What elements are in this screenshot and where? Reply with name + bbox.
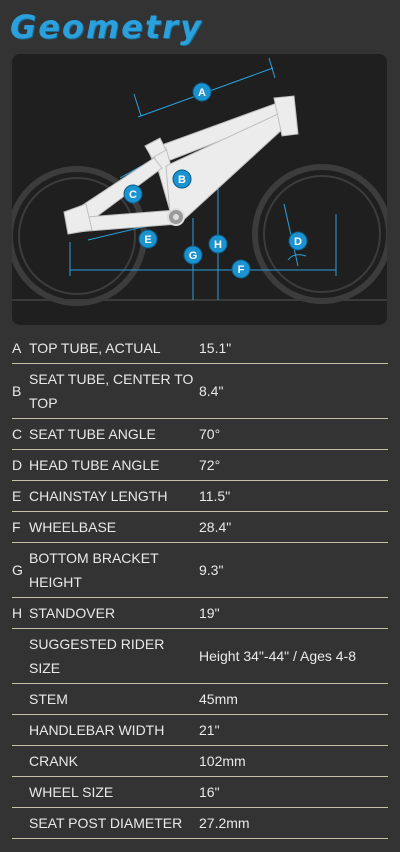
spec-label: HEAD TUBE ANGLE xyxy=(29,449,199,481)
svg-text:B: B xyxy=(178,174,186,186)
spec-key: B xyxy=(12,363,29,419)
spec-row: D HEAD TUBE ANGLE 72° xyxy=(12,449,388,481)
marker-b: B xyxy=(172,169,192,189)
spec-label: STANDOVER xyxy=(29,597,199,629)
spec-label: STEM xyxy=(29,683,199,715)
spec-label: SUGGESTED RIDER SIZE xyxy=(29,628,199,684)
marker-d: D xyxy=(288,231,308,251)
geometry-spec-table: A TOP TUBE, ACTUAL 15.1" B SEAT TUBE, CE… xyxy=(12,333,388,839)
spec-row: H STANDOVER 19" xyxy=(12,597,388,629)
spec-key: D xyxy=(12,449,29,481)
spec-label: SEAT TUBE, CENTER TO TOP xyxy=(29,363,199,419)
spec-key: G xyxy=(12,542,29,598)
svg-text:A: A xyxy=(198,87,206,99)
spec-row: G BOTTOM BRACKET HEIGHT 9.3" xyxy=(12,542,388,598)
marker-a: A xyxy=(192,82,212,102)
page-title: Geometry xyxy=(10,8,203,46)
spec-value: 9.3" xyxy=(199,542,388,598)
svg-text:D: D xyxy=(294,236,302,248)
spec-value: 72° xyxy=(199,449,388,481)
spec-label: WHEELBASE xyxy=(29,511,199,543)
spec-label: CHAINSTAY LENGTH xyxy=(29,480,199,512)
spec-label: SEAT POST DIAMETER xyxy=(29,807,199,839)
spec-value: 8.4" xyxy=(199,363,388,419)
spec-value: 15.1" xyxy=(199,333,388,364)
spec-value: 102mm xyxy=(199,745,388,777)
spec-value: 45mm xyxy=(199,683,388,715)
spec-row: C SEAT TUBE ANGLE 70° xyxy=(12,418,388,450)
spec-value: Height 34"-44" / Ages 4-8 xyxy=(199,628,388,684)
marker-c: C xyxy=(123,184,143,204)
marker-g: G xyxy=(183,245,203,265)
spec-label: BOTTOM BRACKET HEIGHT xyxy=(29,542,199,598)
spec-key: F xyxy=(12,511,29,543)
spec-value: 70° xyxy=(199,418,388,450)
bike-frame-illustration: A B C D E F G H xyxy=(12,57,387,306)
svg-text:G: G xyxy=(189,250,198,262)
spec-key xyxy=(12,776,29,808)
spec-label: CRANK xyxy=(29,745,199,777)
svg-text:E: E xyxy=(144,234,151,246)
spec-key: E xyxy=(12,480,29,512)
spec-key xyxy=(12,807,29,839)
spec-key xyxy=(12,683,29,715)
spec-key xyxy=(12,714,29,746)
spec-key: H xyxy=(12,597,29,629)
spec-key xyxy=(12,628,29,684)
spec-key: C xyxy=(12,418,29,450)
marker-f: F xyxy=(231,259,251,279)
spec-label: SEAT TUBE ANGLE xyxy=(29,418,199,450)
spec-row: HANDLEBAR WIDTH 21" xyxy=(12,714,388,746)
spec-row: SEAT POST DIAMETER 27.2mm xyxy=(12,807,388,839)
spec-row: SUGGESTED RIDER SIZE Height 34"-44" / Ag… xyxy=(12,628,388,684)
svg-text:H: H xyxy=(214,239,222,251)
spec-value: 28.4" xyxy=(199,511,388,543)
spec-value: 27.2mm xyxy=(199,807,388,839)
spec-row: E CHAINSTAY LENGTH 11.5" xyxy=(12,480,388,512)
svg-text:F: F xyxy=(238,264,245,276)
svg-text:C: C xyxy=(129,189,137,201)
geometry-diagram: A B C D E F G H xyxy=(12,54,387,325)
spec-value: 16" xyxy=(199,776,388,808)
spec-row: A TOP TUBE, ACTUAL 15.1" xyxy=(12,333,388,364)
spec-key xyxy=(12,745,29,777)
spec-label: HANDLEBAR WIDTH xyxy=(29,714,199,746)
spec-value: 21" xyxy=(199,714,388,746)
spec-label: WHEEL SIZE xyxy=(29,776,199,808)
marker-h: H xyxy=(208,234,228,254)
spec-row: WHEEL SIZE 16" xyxy=(12,776,388,808)
marker-e: E xyxy=(138,229,158,249)
spec-row: B SEAT TUBE, CENTER TO TOP 8.4" xyxy=(12,363,388,419)
spec-value: 11.5" xyxy=(199,480,388,512)
spec-key: A xyxy=(12,333,29,364)
spec-label: TOP TUBE, ACTUAL xyxy=(29,333,199,364)
spec-row: STEM 45mm xyxy=(12,683,388,715)
spec-row: CRANK 102mm xyxy=(12,745,388,777)
spec-row: F WHEELBASE 28.4" xyxy=(12,511,388,543)
spec-value: 19" xyxy=(199,597,388,629)
